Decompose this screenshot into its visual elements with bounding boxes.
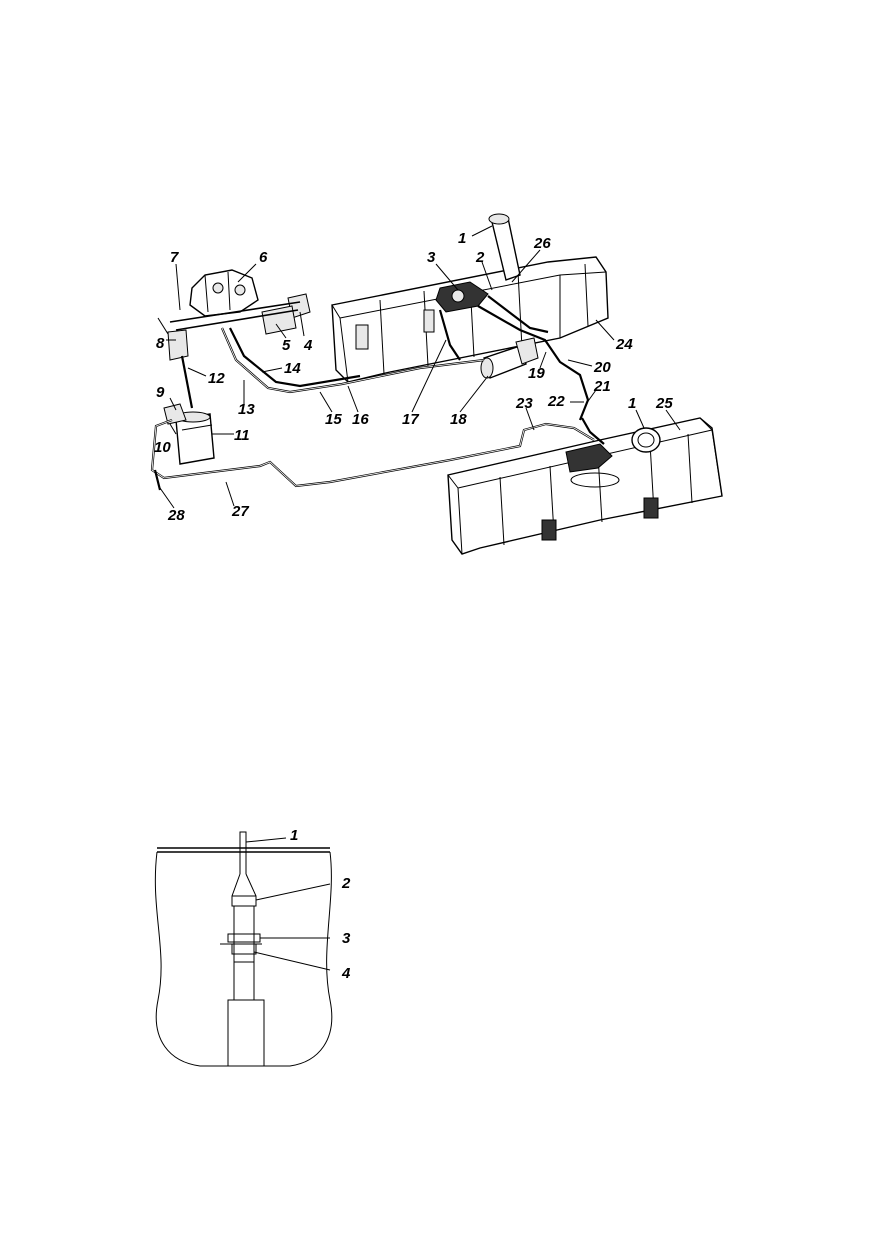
filter-screen [227, 999, 265, 1067]
fuel-rail [169, 301, 301, 323]
callout-13: 13 [238, 401, 255, 418]
leader-lines [159, 225, 681, 509]
fuel-pipe [239, 831, 247, 852]
fuel-lines [150, 295, 605, 491]
callout-7: 7 [170, 249, 179, 266]
clamp [227, 933, 261, 943]
section-callout-4: 4 [341, 965, 351, 982]
coarse-filter [163, 403, 215, 465]
callout-28: 28 [167, 507, 185, 524]
callout-12: 12 [208, 370, 225, 387]
callout-18: 18 [450, 411, 467, 428]
injection-pump [189, 269, 259, 317]
callout-20: 20 [593, 359, 611, 376]
callout-23: 23 [515, 395, 533, 412]
section-callout-3: 3 [342, 930, 351, 947]
callout-14: 14 [284, 360, 301, 377]
callout-27: 27 [231, 503, 249, 520]
callout-6: 6 [259, 249, 268, 266]
fuel-system-assembly-drawing: 1 2 3 26 6 7 4 5 24 8 12 14 20 19 9 13 2… [150, 213, 723, 555]
callout-15: 15 [325, 411, 342, 428]
callout-11: 11 [234, 427, 250, 444]
filler-cap-lower [631, 427, 661, 453]
callout-25: 25 [655, 395, 673, 412]
lower-fuel-tank [447, 417, 723, 555]
callout-21: 21 [593, 378, 611, 395]
filler-neck-upper [488, 213, 521, 281]
callout-19: 19 [528, 365, 545, 382]
callout-9: 9 [156, 384, 165, 401]
callout-3: 3 [427, 249, 436, 266]
callout-8: 8 [156, 335, 165, 352]
callout-4: 4 [303, 337, 313, 354]
fuel-intake-lower [565, 443, 613, 473]
section-callout-1: 1 [290, 827, 298, 844]
fuel-intake-section-drawing: 1 2 3 4 [154, 827, 351, 1067]
callout-22: 22 [547, 393, 565, 410]
callout-16: 16 [352, 411, 369, 428]
intake-tube [233, 906, 255, 1000]
gasket [231, 943, 257, 955]
section-callout-2: 2 [341, 875, 351, 892]
callout-1-filler-upper: 1 [458, 230, 466, 247]
callout-10: 10 [154, 439, 171, 456]
intake-cone [231, 873, 257, 907]
callout-26: 26 [533, 235, 551, 252]
callout-2: 2 [475, 249, 485, 266]
upper-fuel-tank [331, 256, 609, 383]
callout-17: 17 [402, 411, 419, 428]
fine-filter [261, 293, 311, 335]
callout-labels: 1 2 3 26 6 7 4 5 24 8 12 14 20 19 9 13 2… [154, 230, 673, 524]
callout-24: 24 [615, 336, 633, 353]
callout-1-filler-lower: 1 [628, 395, 636, 412]
hand-pump [157, 317, 189, 361]
callout-5: 5 [282, 337, 291, 354]
